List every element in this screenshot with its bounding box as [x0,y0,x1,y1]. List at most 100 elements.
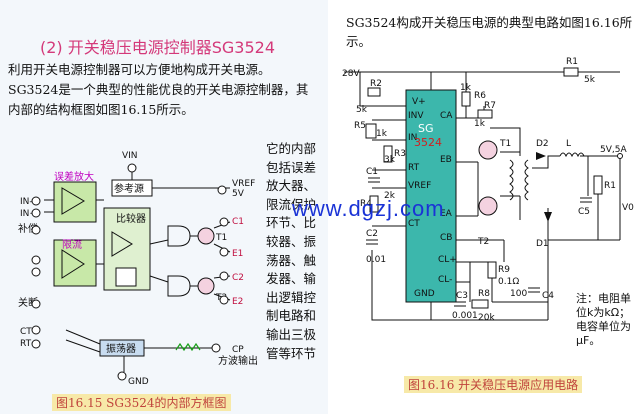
resistor-r1 [593,175,603,195]
rt-label: RT [20,339,32,349]
chip-number: 3524 [414,136,442,149]
resistor-r4 [369,195,379,213]
r5-label: R5 [354,121,366,131]
supply-label: 28V [342,69,360,79]
v0001-label: 0.001 [452,311,478,321]
cp-label: CP [232,345,244,355]
r8-label: R8 [478,289,490,299]
e2-terminal: E2 [232,297,243,307]
resistor-r6 [461,91,471,107]
transistor-t2 [197,277,215,295]
watermark: www.dgzj.com [292,196,445,221]
transformer-secondary [524,159,529,201]
inductor-l [559,152,585,158]
transistor-t1 [197,227,215,245]
figure-caption-left: 图16.15 SG3524的内部方框图 [52,394,231,411]
vo-label: V0 [622,203,634,213]
transistor-t2 [478,196,498,216]
and-gate-1 [167,225,191,247]
diode-d2 [536,152,546,160]
chip-cb: CB [440,233,452,243]
chip-ct: CT [408,219,420,229]
resistor-r9 [487,261,497,279]
v3k-label: 3k [384,155,396,165]
figure-caption-right: 图16.16 开关稳压电源应用电路 [404,376,583,393]
capacitor-c2 [366,239,378,245]
comparator-label: 比较器 [116,212,146,225]
chip-eb: EB [440,155,452,165]
transformer-primary [509,159,514,201]
square-wave-icon [175,342,201,352]
pin-markers [31,163,229,381]
resistor-r2 [367,87,381,97]
resistor-r1-top [563,67,579,77]
output-terminal [617,153,623,159]
v1k3-label: 1k [376,129,388,139]
v2k-label: 2k [384,191,396,201]
r1-top-label: R1 [566,57,578,67]
resistor-r5 [365,123,377,139]
chip-vplus: V+ [412,97,426,107]
chip-vref: VREF [408,181,431,191]
capacitor-c4 [528,287,540,293]
capacitor-c5 [580,197,592,203]
vref-value: 5V [232,189,245,199]
chip-in: IN [408,133,417,143]
sg3524-chip [405,89,457,303]
section-heading: (2) 开关稳压电源控制器SG3524 [40,38,276,57]
t2-circuit-label: T2 [477,237,489,247]
v5k-label: 5k [356,105,368,115]
chip-ea: EA [440,209,453,219]
c1-label: C1 [366,167,378,177]
resistor-r8 [471,299,489,309]
v100-label: 100 [510,289,527,299]
application-circuit: V+ INV CA IN SG 3524 RT EB VREF EA CT CB… [342,57,634,323]
v1k-label: 1k [460,83,472,93]
d1-label: D1 [536,239,549,249]
l-label: L [566,139,571,149]
error-amp-symbol [61,187,85,215]
circuit-intro: SG3524构成开关稳压电源的典型电路如图16.16所示。 [346,15,633,49]
r7-label: R7 [484,101,496,111]
vref-label: VREF [232,179,255,189]
ct-label: CT [20,327,32,337]
chip-cl-plus: CL+ [438,255,457,265]
flipflop-block [115,267,137,287]
resistor-r3 [383,145,393,163]
in-minus-label: IN- [20,197,33,207]
units-note: 注：电阻单位k为kΩ；电容单位为μF。 [576,292,631,347]
v001-label: 0.01 [366,255,386,265]
gnd-label: GND [128,377,149,387]
reference-label: 参考源 [114,182,144,195]
r2-label: R2 [370,79,382,89]
in-plus-label: IN+ [20,209,37,219]
t1-circuit-label: T1 [499,139,511,149]
current-limit-symbol [61,249,85,279]
and-gate-2 [167,275,191,297]
oscillator-label: 振荡器 [106,342,136,355]
r1-label: R1 [604,181,616,191]
c2-label: C2 [366,229,378,239]
block-diagram: 误差放大 限流 参考源 比较器 T1 T2 振荡器 IN- IN+ 补偿 关断 … [18,151,258,387]
error-amp-label: 误差放大 [54,170,94,183]
chip-cl-minus: CL- [438,275,452,285]
r6-label: R6 [474,91,486,101]
r9-label: R9 [498,265,510,275]
v01-label: 0.1Ω [498,277,519,287]
chip-inv: INV [408,111,424,121]
d2-label: D2 [536,139,549,149]
comparator-symbol [111,231,133,257]
chip-rt: RT [408,163,420,173]
vin-label: VIN [122,151,138,161]
cp-sub-label: 方波输出 [218,354,258,367]
chip-ca: CA [440,111,453,121]
current-limit-block [53,239,97,287]
chip-gnd: GND [414,289,435,299]
intro-paragraph: 利用开关电源控制器可以方便地构成开关电源。SG3524是一个典型的性能优良的开关… [8,62,309,117]
v5k2-label: 5k [584,75,596,85]
capacitor-c1 [368,177,380,183]
v1k2-label: 1k [474,119,486,129]
resistor-r7 [477,109,493,119]
transistor-t1 [478,140,498,160]
